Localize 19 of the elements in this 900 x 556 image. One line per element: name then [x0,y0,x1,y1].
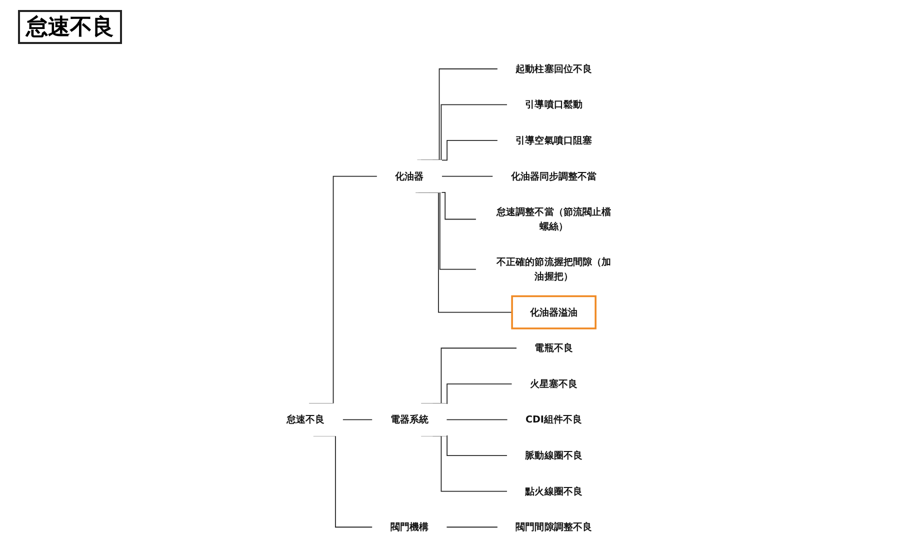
node-text: 火星塞不良 [530,378,578,390]
node-text: 引導噴口鬆動 [525,98,582,110]
node-text: 閥門間隙調整不良 [516,521,592,532]
node-text: 閥門機構 [390,521,429,532]
node-text: 起動柱塞回位不良 [516,62,592,74]
title: 怠速不良 [18,10,122,44]
node-text: 脈動線圈不良 [525,450,582,461]
connector [441,176,494,177]
node-box: 化油器溢油 [511,295,596,330]
node-text: CDI組件不良 [525,414,582,426]
connector [446,526,498,528]
node-text: 引導空氣噴口阻塞 [516,134,592,146]
connector [446,419,508,420]
node-text: 怠速調整不當（節流閥止檔螺絲） [496,206,612,232]
node-text: 電瓶不良 [534,342,573,354]
node-text: 不正確的節流握把間隙（加油握把） [496,256,612,282]
node-text: 點火線圈不良 [525,485,582,497]
connector [342,419,373,420]
node-text: 化油器同步調整不當 [510,170,597,182]
